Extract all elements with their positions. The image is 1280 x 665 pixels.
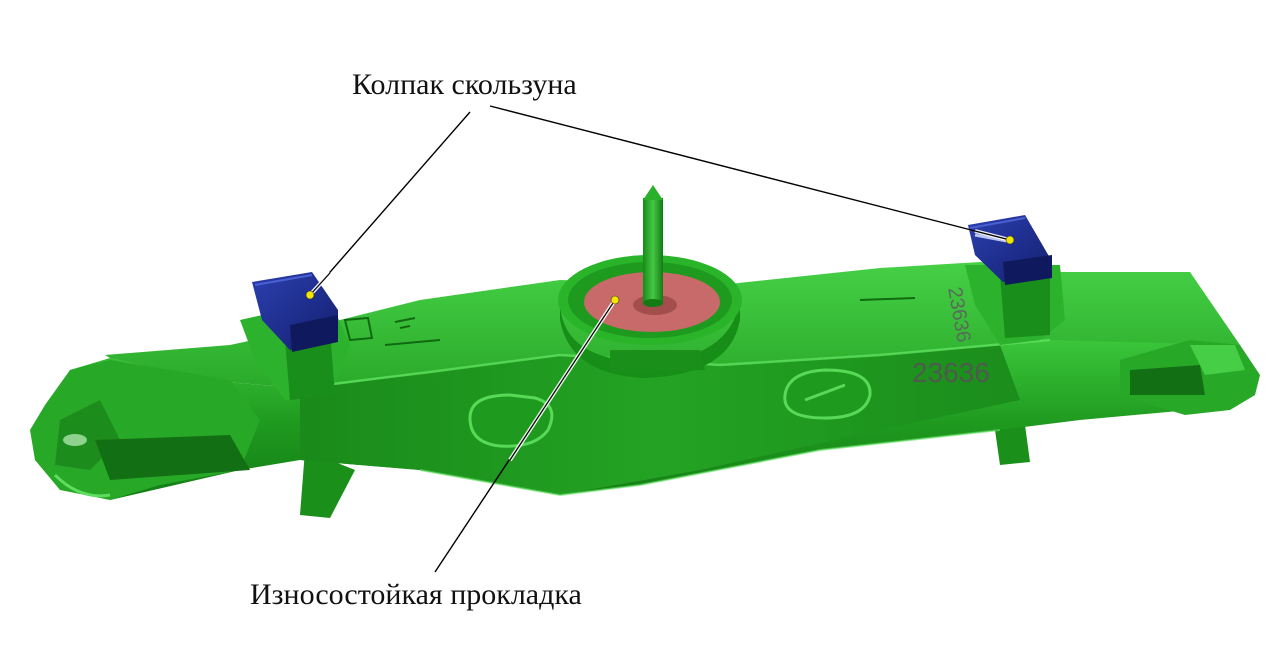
right-slider-cap <box>968 215 1052 285</box>
left-end-bracket <box>30 360 260 500</box>
marker-dot <box>1005 235 1015 245</box>
right-end-bracket <box>1120 340 1260 415</box>
marker-dot <box>610 295 620 305</box>
right-slider-seat <box>965 265 1065 345</box>
leader-markers <box>305 235 1015 305</box>
underside-legs <box>300 425 1030 518</box>
left-slider-cap <box>252 272 338 352</box>
callout-wear-pad: Износостойкая прокладка <box>250 578 582 611</box>
callout-slider-cap: Колпак скользуна <box>352 68 577 101</box>
king-pin <box>643 185 663 307</box>
marker-dot <box>305 290 315 300</box>
leader-line-left-cap <box>309 111 471 296</box>
side-slots <box>468 368 872 448</box>
leader-line-right-cap <box>489 105 1011 241</box>
part-number-stamp: 23636 <box>912 357 990 388</box>
